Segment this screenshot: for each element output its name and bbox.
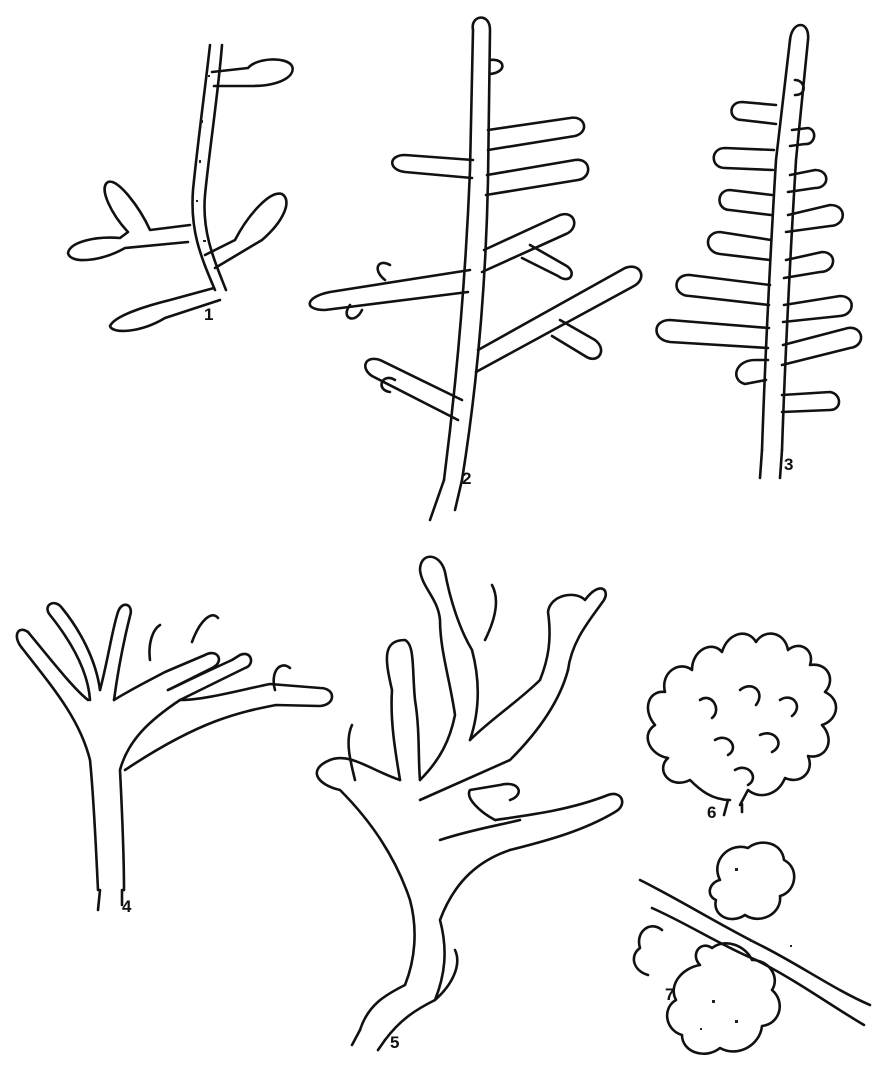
form-7-globular-masses: [634, 843, 870, 1054]
form-5-irregular-branching: [317, 557, 622, 1050]
label-2: 2: [462, 469, 471, 488]
form-4-dichotomous-branching: [17, 603, 332, 910]
label-1: 1: [204, 305, 213, 324]
form-1-sparse-branching: [68, 45, 293, 331]
label-5: 5: [390, 1033, 399, 1052]
form-6-coralloid-cluster: [648, 634, 836, 815]
label-7: 7: [665, 985, 674, 1004]
label-6: 6: [707, 803, 716, 822]
label-3: 3: [784, 455, 793, 474]
label-4: 4: [122, 897, 132, 916]
form-3-dense-pinnate: [657, 25, 862, 478]
form-2-pinnate-branching: [310, 18, 641, 520]
